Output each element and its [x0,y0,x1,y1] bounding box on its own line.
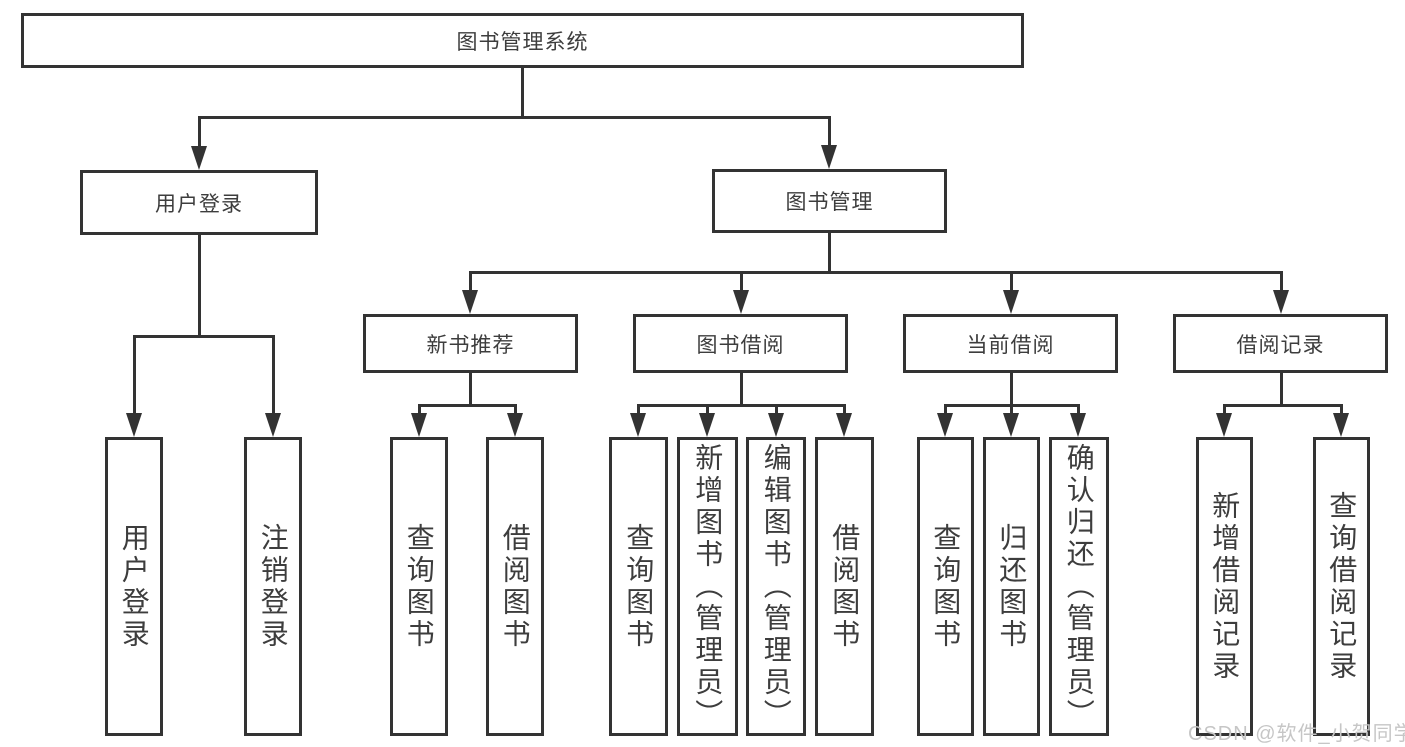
connector-borrow-records-bar [1223,404,1343,407]
node-book-mgmt: 图书管理 [712,169,947,233]
node-current-borrow-label: 当前借阅 [966,333,1055,357]
node-borrow-records-label: 借阅记录 [1236,333,1325,357]
arrowhead-leaf [1003,413,1019,437]
leaf-cb-confirm-return-admin-label: 确认归还（管理员） [1063,442,1095,731]
connector-leaf [1340,404,1343,415]
connector-root-bar [198,116,831,119]
connector-leaf [637,404,640,415]
node-user-login: 用户登录 [80,170,318,235]
arrowhead-leaf [1333,413,1349,437]
node-new-book-rec: 新书推荐 [363,314,578,373]
connector-new-book-rec-stem [469,373,472,407]
connector-current-borrow-stem [1010,373,1013,407]
connector-leaf [843,404,846,415]
connector-leaf [1223,404,1226,415]
connector-leaf [1010,404,1013,415]
arrowhead-current-borrow [1003,290,1019,314]
connector-book-mgmt-stem [828,233,831,273]
connector-leaf [775,404,778,415]
connector-leaf [944,404,947,415]
connector-leaf [514,404,517,415]
connector-to-book-borrow [740,271,743,290]
leaf-br-query-record-label: 查询借阅记录 [1326,490,1358,683]
leaf-cb-return-books-label: 归还图书 [996,522,1028,651]
leaf-rec-query-books: 查询图书 [390,437,448,736]
leaf-user-login: 用户登录 [105,437,163,736]
node-new-book-rec-label: 新书推荐 [426,333,515,357]
arrowhead-leaf [836,413,852,437]
arrowhead-leaf-login [126,413,142,437]
node-book-borrow-label: 图书借阅 [696,333,785,357]
connector-to-user-login [198,116,201,146]
connector-leaf [1077,404,1080,415]
leaf-bb-edit-books-admin-label: 编辑图书（管理员） [760,442,792,731]
arrowhead-leaf-logout [265,413,281,437]
arrowhead-book-borrow [733,290,749,314]
arrowhead-leaf [507,413,523,437]
leaf-bb-borrow-books-label: 借阅图书 [829,522,861,651]
leaf-cb-query-books-label: 查询图书 [930,522,962,651]
node-current-borrow: 当前借阅 [903,314,1118,373]
leaf-bb-query-books-label: 查询图书 [623,522,655,651]
leaf-bb-add-books-admin: 新增图书（管理员） [677,437,738,736]
node-root: 图书管理系统 [21,13,1024,68]
arrowhead-leaf [937,413,953,437]
connector-to-borrow-records [1280,271,1283,290]
arrowhead-user-login [191,146,207,170]
leaf-cb-return-books: 归还图书 [983,437,1040,736]
leaf-rec-borrow-books-label: 借阅图书 [499,522,531,651]
leaf-user-login-label: 用户登录 [118,522,150,651]
leaf-br-add-record-label: 新增借阅记录 [1209,490,1241,683]
leaf-bb-borrow-books: 借阅图书 [815,437,874,736]
csdn-watermark: CSDN @软件_小贺同学 [1188,723,1405,745]
connector-to-current-borrow [1010,271,1013,290]
connector-book-borrow-bar [637,404,846,407]
leaf-rec-borrow-books: 借阅图书 [486,437,544,736]
connector-leaf [418,404,421,415]
leaf-bb-edit-books-admin: 编辑图书（管理员） [746,437,806,736]
node-borrow-records: 借阅记录 [1173,314,1388,373]
connector-leaf [706,404,709,415]
node-book-mgmt-label: 图书管理 [785,191,874,214]
arrowhead-leaf [1070,413,1086,437]
leaf-logout-label: 注销登录 [257,522,289,651]
arrowhead-leaf [630,413,646,437]
connector-user-login-stem [198,235,201,337]
connector-new-book-rec-bar [418,404,516,407]
leaf-rec-query-books-label: 查询图书 [403,522,435,651]
connector-level3-bar [469,271,1282,274]
connector-borrow-records-stem [1280,373,1283,407]
node-book-borrow: 图书借阅 [633,314,848,373]
arrowhead-leaf [699,413,715,437]
leaf-br-add-record: 新增借阅记录 [1196,437,1253,736]
arrowhead-book-mgmt [821,145,837,169]
leaf-br-query-record: 查询借阅记录 [1313,437,1370,736]
node-user-login-label: 用户登录 [155,192,243,216]
arrowhead-borrow-records [1273,290,1289,314]
leaf-bb-add-books-admin-label: 新增图书（管理员） [692,442,724,731]
leaf-bb-query-books: 查询图书 [609,437,668,736]
connector-to-leaf-login [133,335,136,413]
connector-to-leaf-logout [272,335,275,413]
leaf-cb-confirm-return-admin: 确认归还（管理员） [1049,437,1109,736]
arrowhead-leaf [1216,413,1232,437]
arrowhead-leaf [411,413,427,437]
connector-user-login-bar [133,335,274,338]
leaf-logout: 注销登录 [244,437,302,736]
connector-to-new-book-rec [469,271,472,290]
connector-to-book-mgmt [828,116,831,145]
node-root-label: 图书管理系统 [456,30,589,54]
connector-book-borrow-stem [740,373,743,407]
leaf-cb-query-books: 查询图书 [917,437,974,736]
arrowhead-leaf [768,413,784,437]
connector-root-stem [521,68,524,117]
arrowhead-new-book-rec [462,290,478,314]
